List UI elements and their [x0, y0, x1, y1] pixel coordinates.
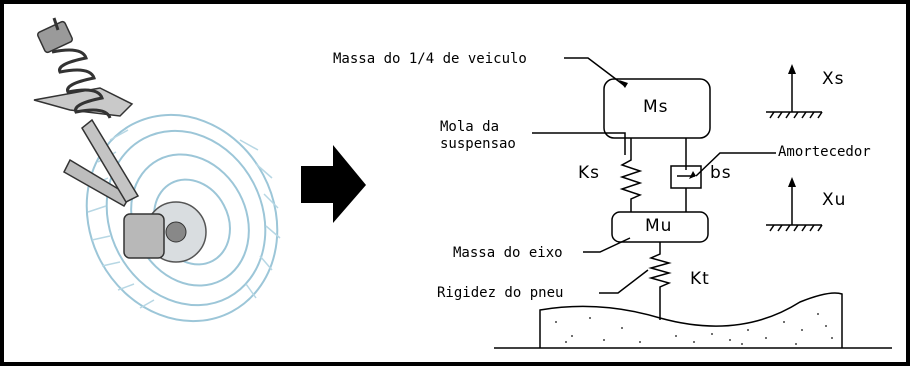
- disp-s-symbol: Xs: [822, 69, 845, 89]
- spring-k-symbol: Ks: [578, 163, 601, 183]
- sprung-mass-box: [603, 78, 711, 139]
- tire-spring: [648, 242, 672, 320]
- sprung-mass-symbol: Ms: [643, 97, 669, 117]
- axle-mass-label: Massa do eixo: [453, 245, 563, 261]
- spring-label: Mola da suspensao: [440, 119, 516, 152]
- quarter-mass-label: Massa do 1/4 de veiculo: [333, 51, 527, 67]
- unsprung-mass-symbol: Mu: [645, 216, 673, 236]
- suspension-spring: [619, 138, 643, 212]
- damper-label: Amortecedor: [778, 144, 871, 160]
- tire-stiffness-label: Rigidez do pneu: [437, 285, 564, 301]
- tire-k-symbol: Kt: [690, 269, 710, 289]
- disp-u-symbol: Xu: [822, 190, 847, 210]
- damper-b-symbol: bs: [710, 163, 732, 183]
